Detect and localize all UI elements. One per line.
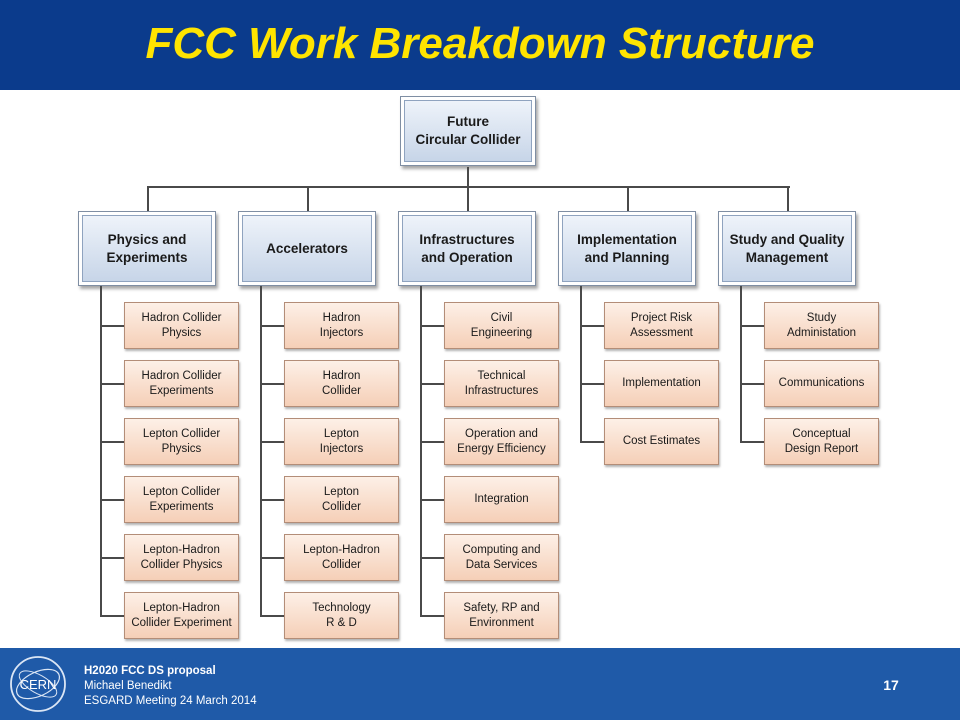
child-connector-0-0: [100, 325, 124, 327]
child-connector-1-4: [260, 557, 284, 559]
child-node-0-1: Hadron Collider Experiments: [124, 360, 239, 407]
child-connector-0-4: [100, 557, 124, 559]
child-node-4-2: Conceptual Design Report: [764, 418, 879, 465]
footer-proposal: H2020 FCC DS proposal: [84, 665, 216, 677]
child-node-1-5: Technology R & D: [284, 592, 399, 639]
child-connector-0-5: [100, 615, 124, 617]
child-node-0-4: Lepton-Hadron Collider Physics: [124, 534, 239, 581]
child-node-1-0: Hadron Injectors: [284, 302, 399, 349]
branch-node-label: Study and Quality Management: [722, 215, 852, 282]
cern-logo-icon: CERN: [10, 656, 66, 712]
branch-spine-2: [420, 286, 422, 617]
child-connector-1-0: [260, 325, 284, 327]
child-connector-2-5: [420, 615, 444, 617]
footer-author: Michael Benedikt: [84, 680, 172, 692]
child-node-3-1: Implementation: [604, 360, 719, 407]
child-node-0-0: Hadron Collider Physics: [124, 302, 239, 349]
child-node-1-3: Lepton Collider: [284, 476, 399, 523]
branch-node-1: Accelerators: [238, 211, 376, 286]
child-node-2-1: Technical Infrastructures: [444, 360, 559, 407]
child-node-0-2: Lepton Collider Physics: [124, 418, 239, 465]
child-node-2-0: Civil Engineering: [444, 302, 559, 349]
branch-spine-4: [740, 286, 742, 443]
child-node-0-3: Lepton Collider Experiments: [124, 476, 239, 523]
root-node-label: Future Circular Collider: [404, 100, 532, 162]
child-node-2-3: Integration: [444, 476, 559, 523]
child-node-3-0: Project Risk Assessment: [604, 302, 719, 349]
child-connector-4-1: [740, 383, 764, 385]
child-connector-1-1: [260, 383, 284, 385]
branch-drop-0: [147, 186, 149, 212]
branch-node-label: Accelerators: [242, 215, 372, 282]
child-connector-2-3: [420, 499, 444, 501]
child-connector-3-2: [580, 441, 604, 443]
child-connector-1-3: [260, 499, 284, 501]
child-connector-2-1: [420, 383, 444, 385]
page-number: 17: [883, 677, 899, 693]
header-bar: FCC Work Breakdown Structure: [0, 0, 960, 90]
footer-meeting: ESGARD Meeting 24 March 2014: [84, 695, 257, 707]
child-connector-1-2: [260, 441, 284, 443]
child-connector-0-3: [100, 499, 124, 501]
child-node-1-4: Lepton-Hadron Collider: [284, 534, 399, 581]
branch-node-label: Physics and Experiments: [82, 215, 212, 282]
child-connector-4-2: [740, 441, 764, 443]
root-node: Future Circular Collider: [400, 96, 536, 166]
child-connector-0-1: [100, 383, 124, 385]
root-connector: [467, 167, 469, 187]
child-connector-4-0: [740, 325, 764, 327]
branch-node-label: Infrastructures and Operation: [402, 215, 532, 282]
child-connector-2-2: [420, 441, 444, 443]
branch-spine-0: [100, 286, 102, 617]
branch-node-3: Implementation and Planning: [558, 211, 696, 286]
branch-spine-1: [260, 286, 262, 617]
branch-spine-3: [580, 286, 582, 443]
branch-drop-2: [467, 186, 469, 212]
branch-node-4: Study and Quality Management: [718, 211, 856, 286]
child-node-2-2: Operation and Energy Efficiency: [444, 418, 559, 465]
page-title: FCC Work Breakdown Structure: [145, 19, 815, 68]
cern-logo-text: CERN: [20, 677, 57, 692]
child-connector-1-5: [260, 615, 284, 617]
child-node-0-5: Lepton-Hadron Collider Experiment: [124, 592, 239, 639]
child-connector-2-0: [420, 325, 444, 327]
branch-drop-3: [627, 186, 629, 212]
child-connector-3-0: [580, 325, 604, 327]
branch-drop-1: [307, 186, 309, 212]
child-node-1-2: Lepton Injectors: [284, 418, 399, 465]
child-node-1-1: Hadron Collider: [284, 360, 399, 407]
footer-bar: [0, 648, 960, 720]
child-connector-2-4: [420, 557, 444, 559]
child-node-2-5: Safety, RP and Environment: [444, 592, 559, 639]
branch-node-2: Infrastructures and Operation: [398, 211, 536, 286]
branch-node-0: Physics and Experiments: [78, 211, 216, 286]
child-connector-0-2: [100, 441, 124, 443]
child-node-2-4: Computing and Data Services: [444, 534, 559, 581]
child-connector-3-1: [580, 383, 604, 385]
branch-node-label: Implementation and Planning: [562, 215, 692, 282]
child-node-4-1: Communications: [764, 360, 879, 407]
child-node-4-0: Study Administation: [764, 302, 879, 349]
branch-drop-4: [787, 186, 789, 212]
child-node-3-2: Cost Estimates: [604, 418, 719, 465]
